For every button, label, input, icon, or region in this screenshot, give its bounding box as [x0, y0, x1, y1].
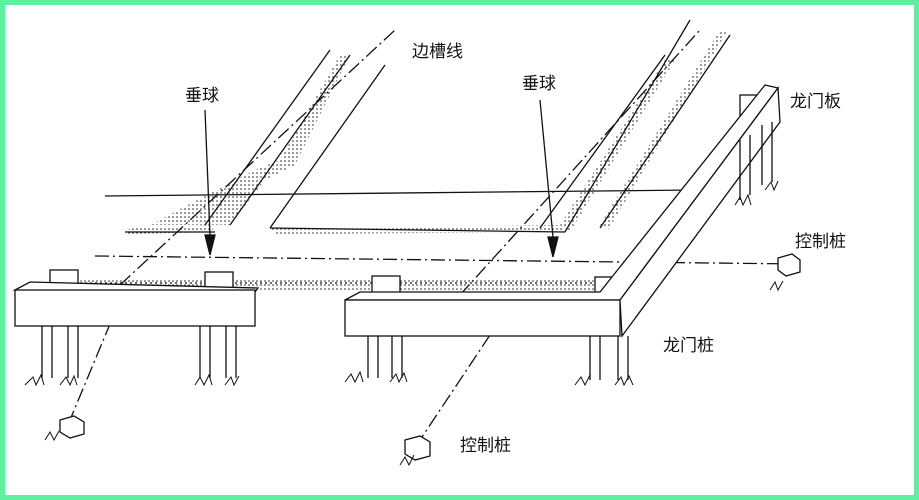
control-stake-bottom-icon	[404, 435, 431, 461]
label-control-stake-right: 控制桩	[795, 232, 846, 252]
batter-board-diagram	[12, 19, 801, 467]
label-batter-board: 龙门板	[790, 92, 841, 112]
control-stake-left-icon	[59, 415, 85, 439]
label-plumb-bob-left: 垂球	[185, 86, 219, 106]
control-stake-right-icon	[777, 253, 801, 277]
batter-board-left	[12, 269, 260, 378]
label-batter-post: 龙门桩	[663, 336, 714, 356]
batter-board-right	[344, 84, 781, 380]
plumb-bob-left-icon	[204, 109, 216, 256]
plumb-bob-right-icon	[539, 99, 559, 258]
label-control-stake-bottom: 控制桩	[460, 436, 511, 456]
label-plumb-bob-right: 垂球	[522, 74, 556, 94]
label-edge-trench-line: 边槽线	[412, 42, 463, 62]
